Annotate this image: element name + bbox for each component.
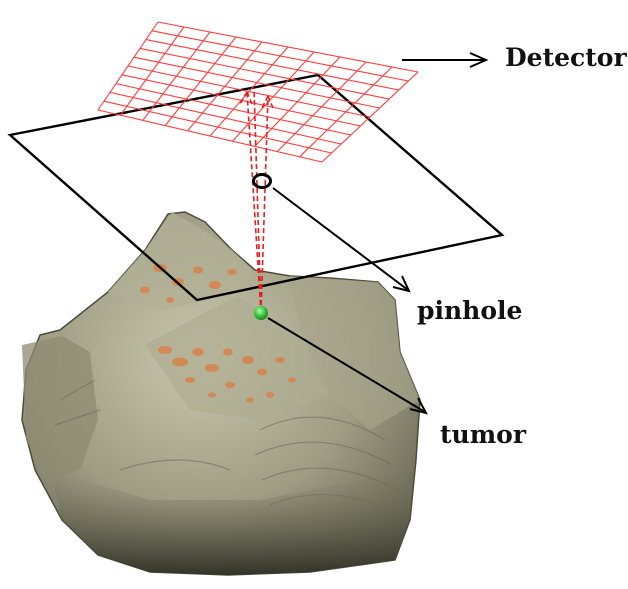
detector-grid [98, 22, 418, 162]
pinhole-label: pinhole [417, 298, 522, 323]
detector-label: Detector [505, 45, 627, 70]
detector-arrow-icon [402, 53, 486, 67]
tumor-label: tumor [440, 422, 526, 447]
pinhole-ring-icon [254, 175, 271, 188]
collimator-plane [10, 75, 502, 300]
detector-grid-col-line [300, 67, 392, 157]
detector-grid-row-line [104, 101, 332, 153]
tumor-sphere [254, 306, 268, 320]
detector-grid-row-line [98, 110, 322, 162]
body-phantom [22, 212, 420, 575]
detector-grid-col-line [277, 62, 366, 152]
